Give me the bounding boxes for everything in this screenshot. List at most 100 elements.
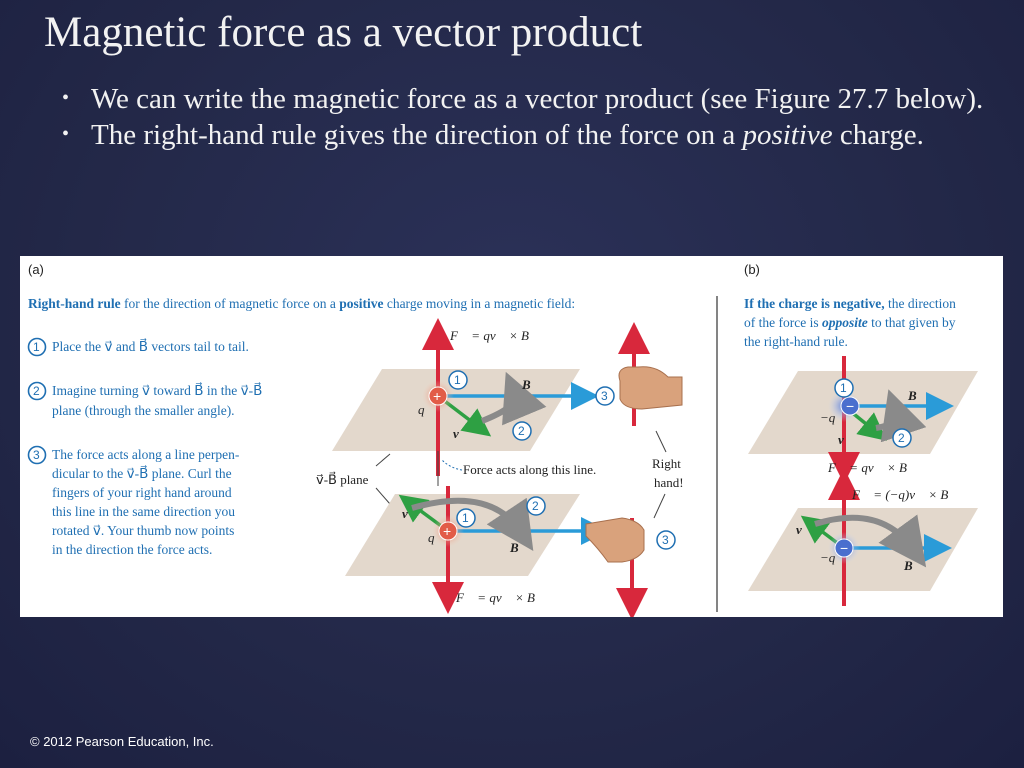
marker-2-icon xyxy=(512,421,532,441)
panel-b-line-2: of the force is opposite to that given b… xyxy=(744,315,956,330)
b-neg-q-bottom: −q xyxy=(820,550,836,565)
heading-text-2: charge moving in a magnetic field: xyxy=(383,296,575,311)
step-3-line-4: this line in the same direction you xyxy=(52,504,235,519)
marker-1b-icon xyxy=(456,508,476,528)
minus-icon: − xyxy=(846,398,854,414)
plane-pointer-1 xyxy=(375,453,391,467)
step-1-number: 1 xyxy=(33,340,40,354)
b-line2-a: of the force is xyxy=(744,315,822,330)
rotation-arrow-bottom xyxy=(411,497,534,551)
b-neg-q-top: −q xyxy=(820,410,836,425)
b-rotation-bottom xyxy=(814,514,927,568)
diagram-b-top: − −q v⃗ B⃗ F⃗ = qv⃗ × B⃗ 1 2 xyxy=(748,356,978,484)
bullet-dot-icon: • xyxy=(62,123,70,145)
positive-charge-icon xyxy=(428,386,448,406)
marker-3-text: 3 xyxy=(601,389,608,403)
b-marker-2-text: 2 xyxy=(898,431,905,445)
marker-3b-icon xyxy=(656,530,676,550)
b-line2-b: to that given by xyxy=(868,315,956,330)
marker-2b-icon xyxy=(526,496,546,516)
b-line1-rest: the direction xyxy=(885,296,956,311)
right-hand-pointer-1 xyxy=(655,430,667,453)
bullet-list: • We can write the magnetic force as a v… xyxy=(62,84,992,156)
plus-icon: + xyxy=(433,388,441,404)
panel-a-heading: Right-hand rule for the direction of mag… xyxy=(28,296,575,311)
figure-diagram: .t { font-family:"Liberation Serif", ser… xyxy=(27,262,978,617)
b-rotation-top xyxy=(875,389,927,443)
bullet-emphasis: positive xyxy=(742,119,833,151)
negative-charge-bottom-icon xyxy=(834,538,854,558)
v-label-top: v⃗ xyxy=(453,426,469,441)
marker-1b-text: 1 xyxy=(462,511,469,525)
b-plane-top xyxy=(748,371,978,454)
hand-top-icon xyxy=(618,366,683,410)
step-2: 2 Imagine turning v⃗ toward B⃗ in the v⃗… xyxy=(27,381,262,418)
step-3-number: 3 xyxy=(33,448,40,462)
force-line-label: Force acts along this line. xyxy=(463,462,596,477)
force-formula-bottom: F⃗ = qv⃗ × B⃗ xyxy=(455,590,545,605)
step-1: 1 Place the v⃗ and B⃗ vectors tail to ta… xyxy=(27,337,249,357)
figure-27-7: .t { font-family:"Liberation Serif", ser… xyxy=(20,256,1003,617)
charge-q-label: q xyxy=(418,402,425,417)
force-formula-top: F⃗ = qv⃗ × B⃗ xyxy=(449,328,539,343)
step-2-number: 2 xyxy=(33,384,40,398)
right-hand-label-1: Right xyxy=(652,456,681,471)
bullet-text-after: charge. xyxy=(832,119,924,151)
b-label-top: B⃗ xyxy=(521,377,541,392)
step-1-text: Place the v⃗ and B⃗ vectors tail to tail… xyxy=(52,338,249,354)
panel-b-line-1: If the charge is negative, the direction xyxy=(744,296,956,311)
b-B-label-top: B⃗ xyxy=(907,388,927,403)
b-line2-em: opposite xyxy=(822,315,868,330)
step-3: 3 The force acts along a line perpen- di… xyxy=(27,445,240,557)
step-1-circle-icon xyxy=(27,337,47,357)
copyright-notice: © 2012 Pearson Education, Inc. xyxy=(30,734,214,749)
b-marker-1-text: 1 xyxy=(840,381,847,395)
marker-1-text: 1 xyxy=(454,373,461,387)
panel-b-label: (b) xyxy=(744,262,760,277)
diagram-a-bottom: + q v⃗ B⃗ F⃗ = qv⃗ × B⃗ 1 2 xyxy=(345,486,609,614)
bullet-dot-icon: • xyxy=(62,87,70,109)
heading-text-1: for the direction of magnetic force on a xyxy=(121,296,340,311)
plus-bottom-icon: + xyxy=(443,523,451,539)
b-v-label-bottom: v⃗ xyxy=(796,522,812,537)
step-3-line-6: in the direction the force acts. xyxy=(52,542,212,557)
marker-3-icon xyxy=(595,386,615,406)
charge-q-label-bottom: q xyxy=(428,530,435,545)
b-marker-1-icon xyxy=(834,378,854,398)
slide-title: Magnetic force as a vector product xyxy=(44,9,643,56)
b-force-formula-bottom: F⃗ = (−q)v⃗ × B⃗ xyxy=(851,487,958,502)
step-3-line-2: dicular to the v⃗-B⃗ plane. Curl the xyxy=(52,465,232,481)
step-3-line-3: fingers of your right hand around xyxy=(52,485,232,500)
right-hand-label-2: hand! xyxy=(654,475,684,490)
diagram-a-top: + q v⃗ B⃗ F⃗ = qv⃗ × B⃗ 1 2 xyxy=(332,318,599,476)
right-hand-top: 3 xyxy=(595,322,683,426)
b-bold: If the charge is negative, xyxy=(744,296,885,311)
step-2-circle-icon xyxy=(27,381,47,401)
hand-bottom-icon xyxy=(585,517,645,563)
b-v-label-top: v⃗ xyxy=(838,432,854,447)
b-label-bottom: B⃗ xyxy=(509,540,529,555)
panel-a-label: (a) xyxy=(28,262,44,277)
marker-1-icon xyxy=(448,370,468,390)
step-3-circle-icon xyxy=(27,445,47,465)
force-line-pointer xyxy=(441,459,463,471)
marker-2-text: 2 xyxy=(518,424,525,438)
bullet-text: We can write the magnetic force as a vec… xyxy=(91,83,984,115)
minus-bottom-icon: − xyxy=(840,540,848,556)
marker-2b-text: 2 xyxy=(532,499,539,513)
bullet-item: • The right-hand rule gives the directio… xyxy=(62,120,992,150)
step-2-line-2: plane (through the smaller angle). xyxy=(52,403,235,418)
v-label-bottom: v⃗ xyxy=(402,506,418,521)
plane-pointer-2 xyxy=(375,487,391,505)
panel-b-line-3: the right-hand rule. xyxy=(744,334,848,349)
b-marker-2-icon xyxy=(892,428,912,448)
marker-3b-text: 3 xyxy=(662,533,669,547)
b-B-label-bottom: B⃗ xyxy=(903,558,923,573)
bullet-item: • We can write the magnetic force as a v… xyxy=(62,84,992,114)
b-force-formula-top: F⃗ = qv⃗ × B⃗ xyxy=(827,460,917,475)
rotation-arrow-top xyxy=(480,371,547,426)
vb-plane-label: v⃗-B⃗ plane xyxy=(316,472,369,487)
right-hand-pointer-2 xyxy=(653,493,666,519)
diagram-b-bottom: − −q v⃗ B⃗ F⃗ = (−q)v⃗ × B⃗ xyxy=(748,468,978,606)
step-2-line-1: Imagine turning v⃗ toward B⃗ in the v⃗-B… xyxy=(52,382,262,398)
